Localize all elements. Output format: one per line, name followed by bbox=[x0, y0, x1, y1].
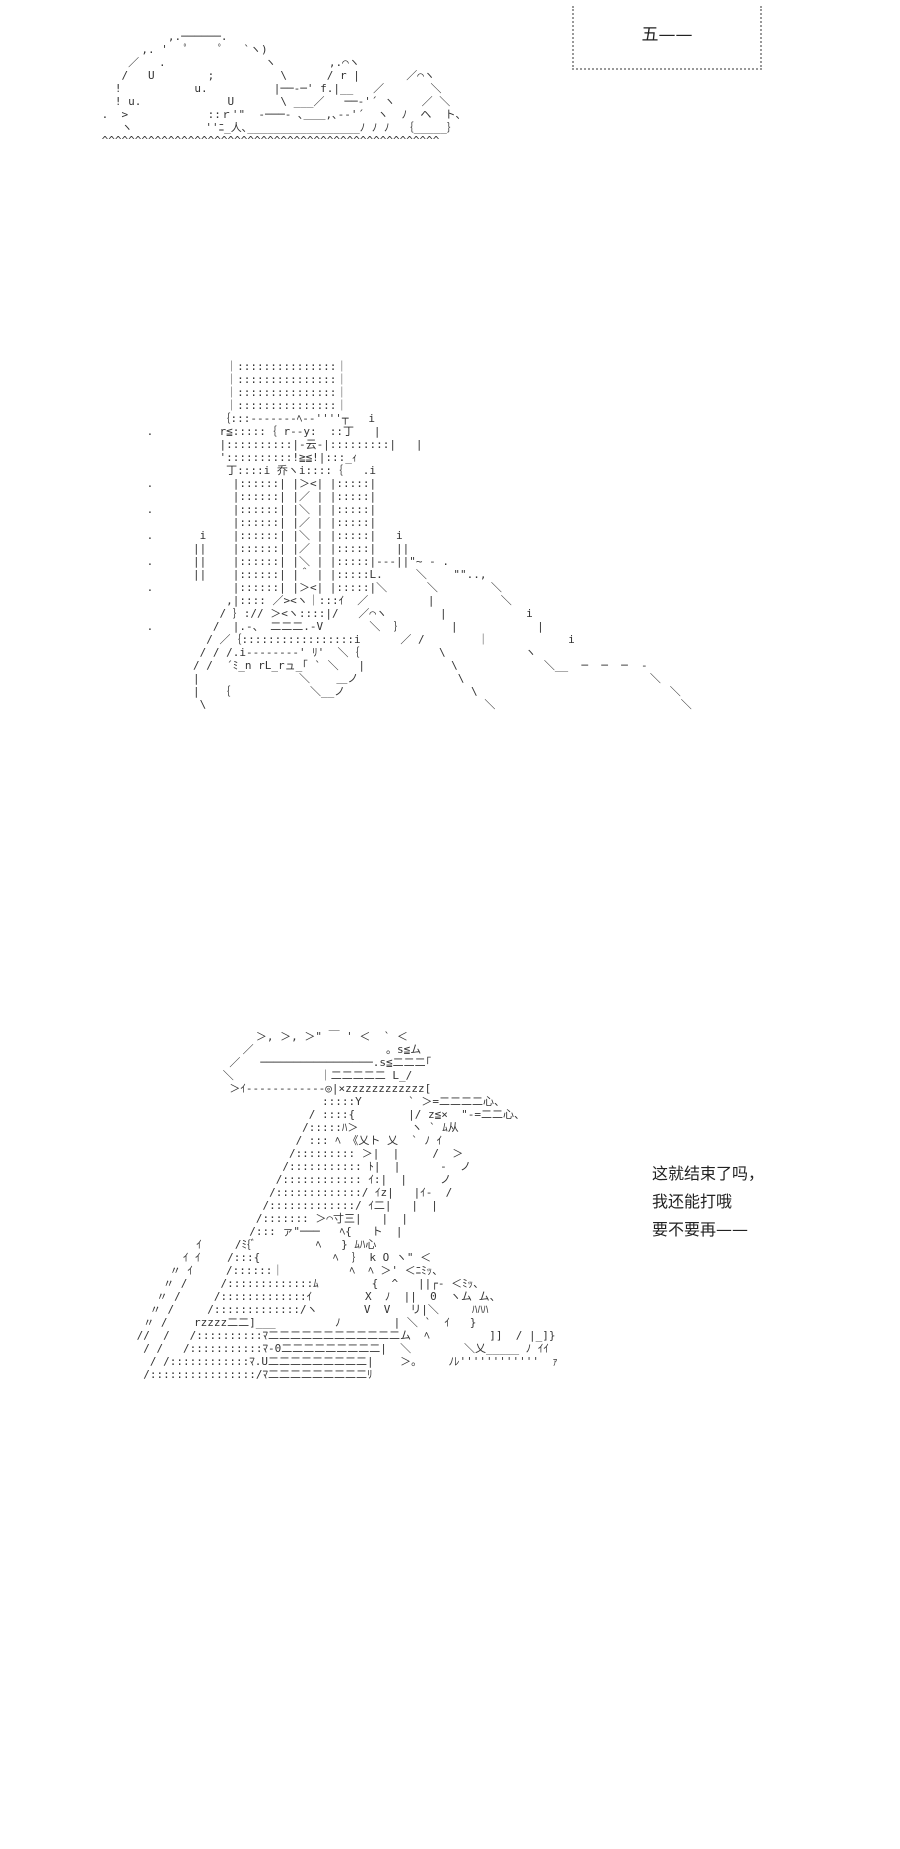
caption-box: 五—— bbox=[572, 6, 762, 70]
dialogue-line-1: 这就结束了吗， bbox=[652, 1164, 765, 1183]
dialogue-text: 这就结束了吗， 我还能打哦 要不要再—— bbox=[652, 1160, 882, 1244]
caption-text: 五—— bbox=[641, 25, 693, 45]
ascii-art-armored-figure: ＞, ＞, ＞" ￣ ' ＜ ` ＜ ／ 。s≦ム ／ ────────────… bbox=[136, 1030, 558, 1381]
ascii-art-sleeping-figure: ,.──────. ,. ' ﾟ ﾟ `ヽ) ／ . ヽ ,.⌒ヽ / U ; … bbox=[101, 30, 467, 147]
dialogue-line-2: 我还能打哦 bbox=[652, 1192, 733, 1211]
ascii-art-hand-holding-tower: ｜:::::::::::::::｜ ｜:::::::::::::::｜ ｜:::… bbox=[146, 360, 692, 711]
dialogue-line-3: 要不要再—— bbox=[652, 1220, 749, 1239]
